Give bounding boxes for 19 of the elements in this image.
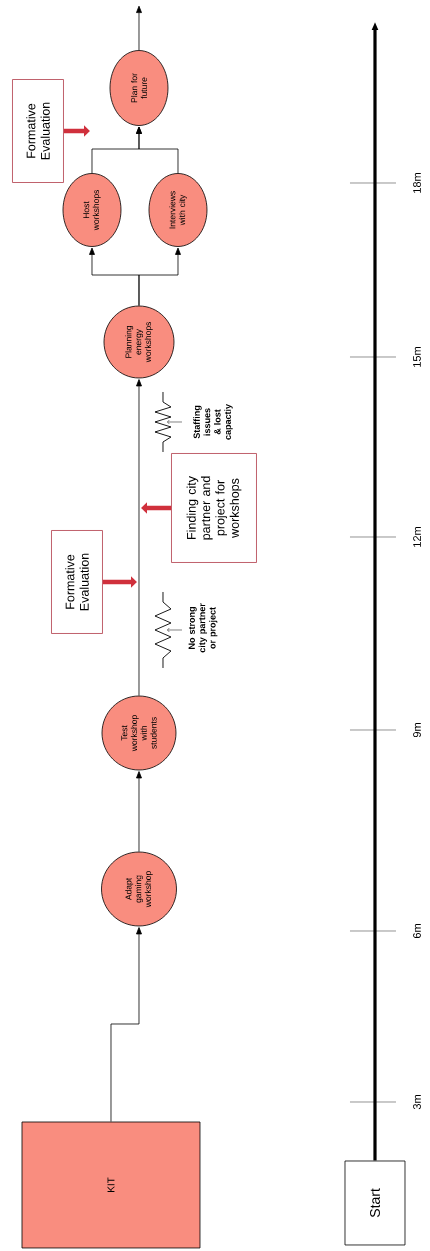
arrow bbox=[136, 771, 142, 852]
tick-label: 3m bbox=[413, 1095, 421, 1110]
note-box: Formative Evaluation bbox=[12, 79, 64, 183]
tick-label: 9m bbox=[413, 723, 421, 738]
tick-label: 18m bbox=[413, 173, 421, 193]
note-box: Formative Evaluation bbox=[51, 530, 103, 634]
process-box: KIT bbox=[21, 1121, 201, 1249]
arrow bbox=[136, 379, 142, 696]
tick-label: 12m bbox=[413, 527, 421, 547]
note-text: No strong city partner or project bbox=[188, 603, 218, 653]
arrow bbox=[136, 126, 179, 174]
arrow bbox=[110, 927, 142, 1122]
start-box: Start bbox=[344, 1160, 406, 1246]
tick-label: 15m bbox=[413, 347, 421, 367]
note-text: Staffing issues & lost capactiy bbox=[193, 404, 233, 440]
note-box: Finding city partner and project for workshops bbox=[171, 453, 257, 563]
tick-label: 6m bbox=[413, 924, 421, 939]
arrow bbox=[138, 247, 181, 306]
arrow bbox=[136, 5, 142, 51]
